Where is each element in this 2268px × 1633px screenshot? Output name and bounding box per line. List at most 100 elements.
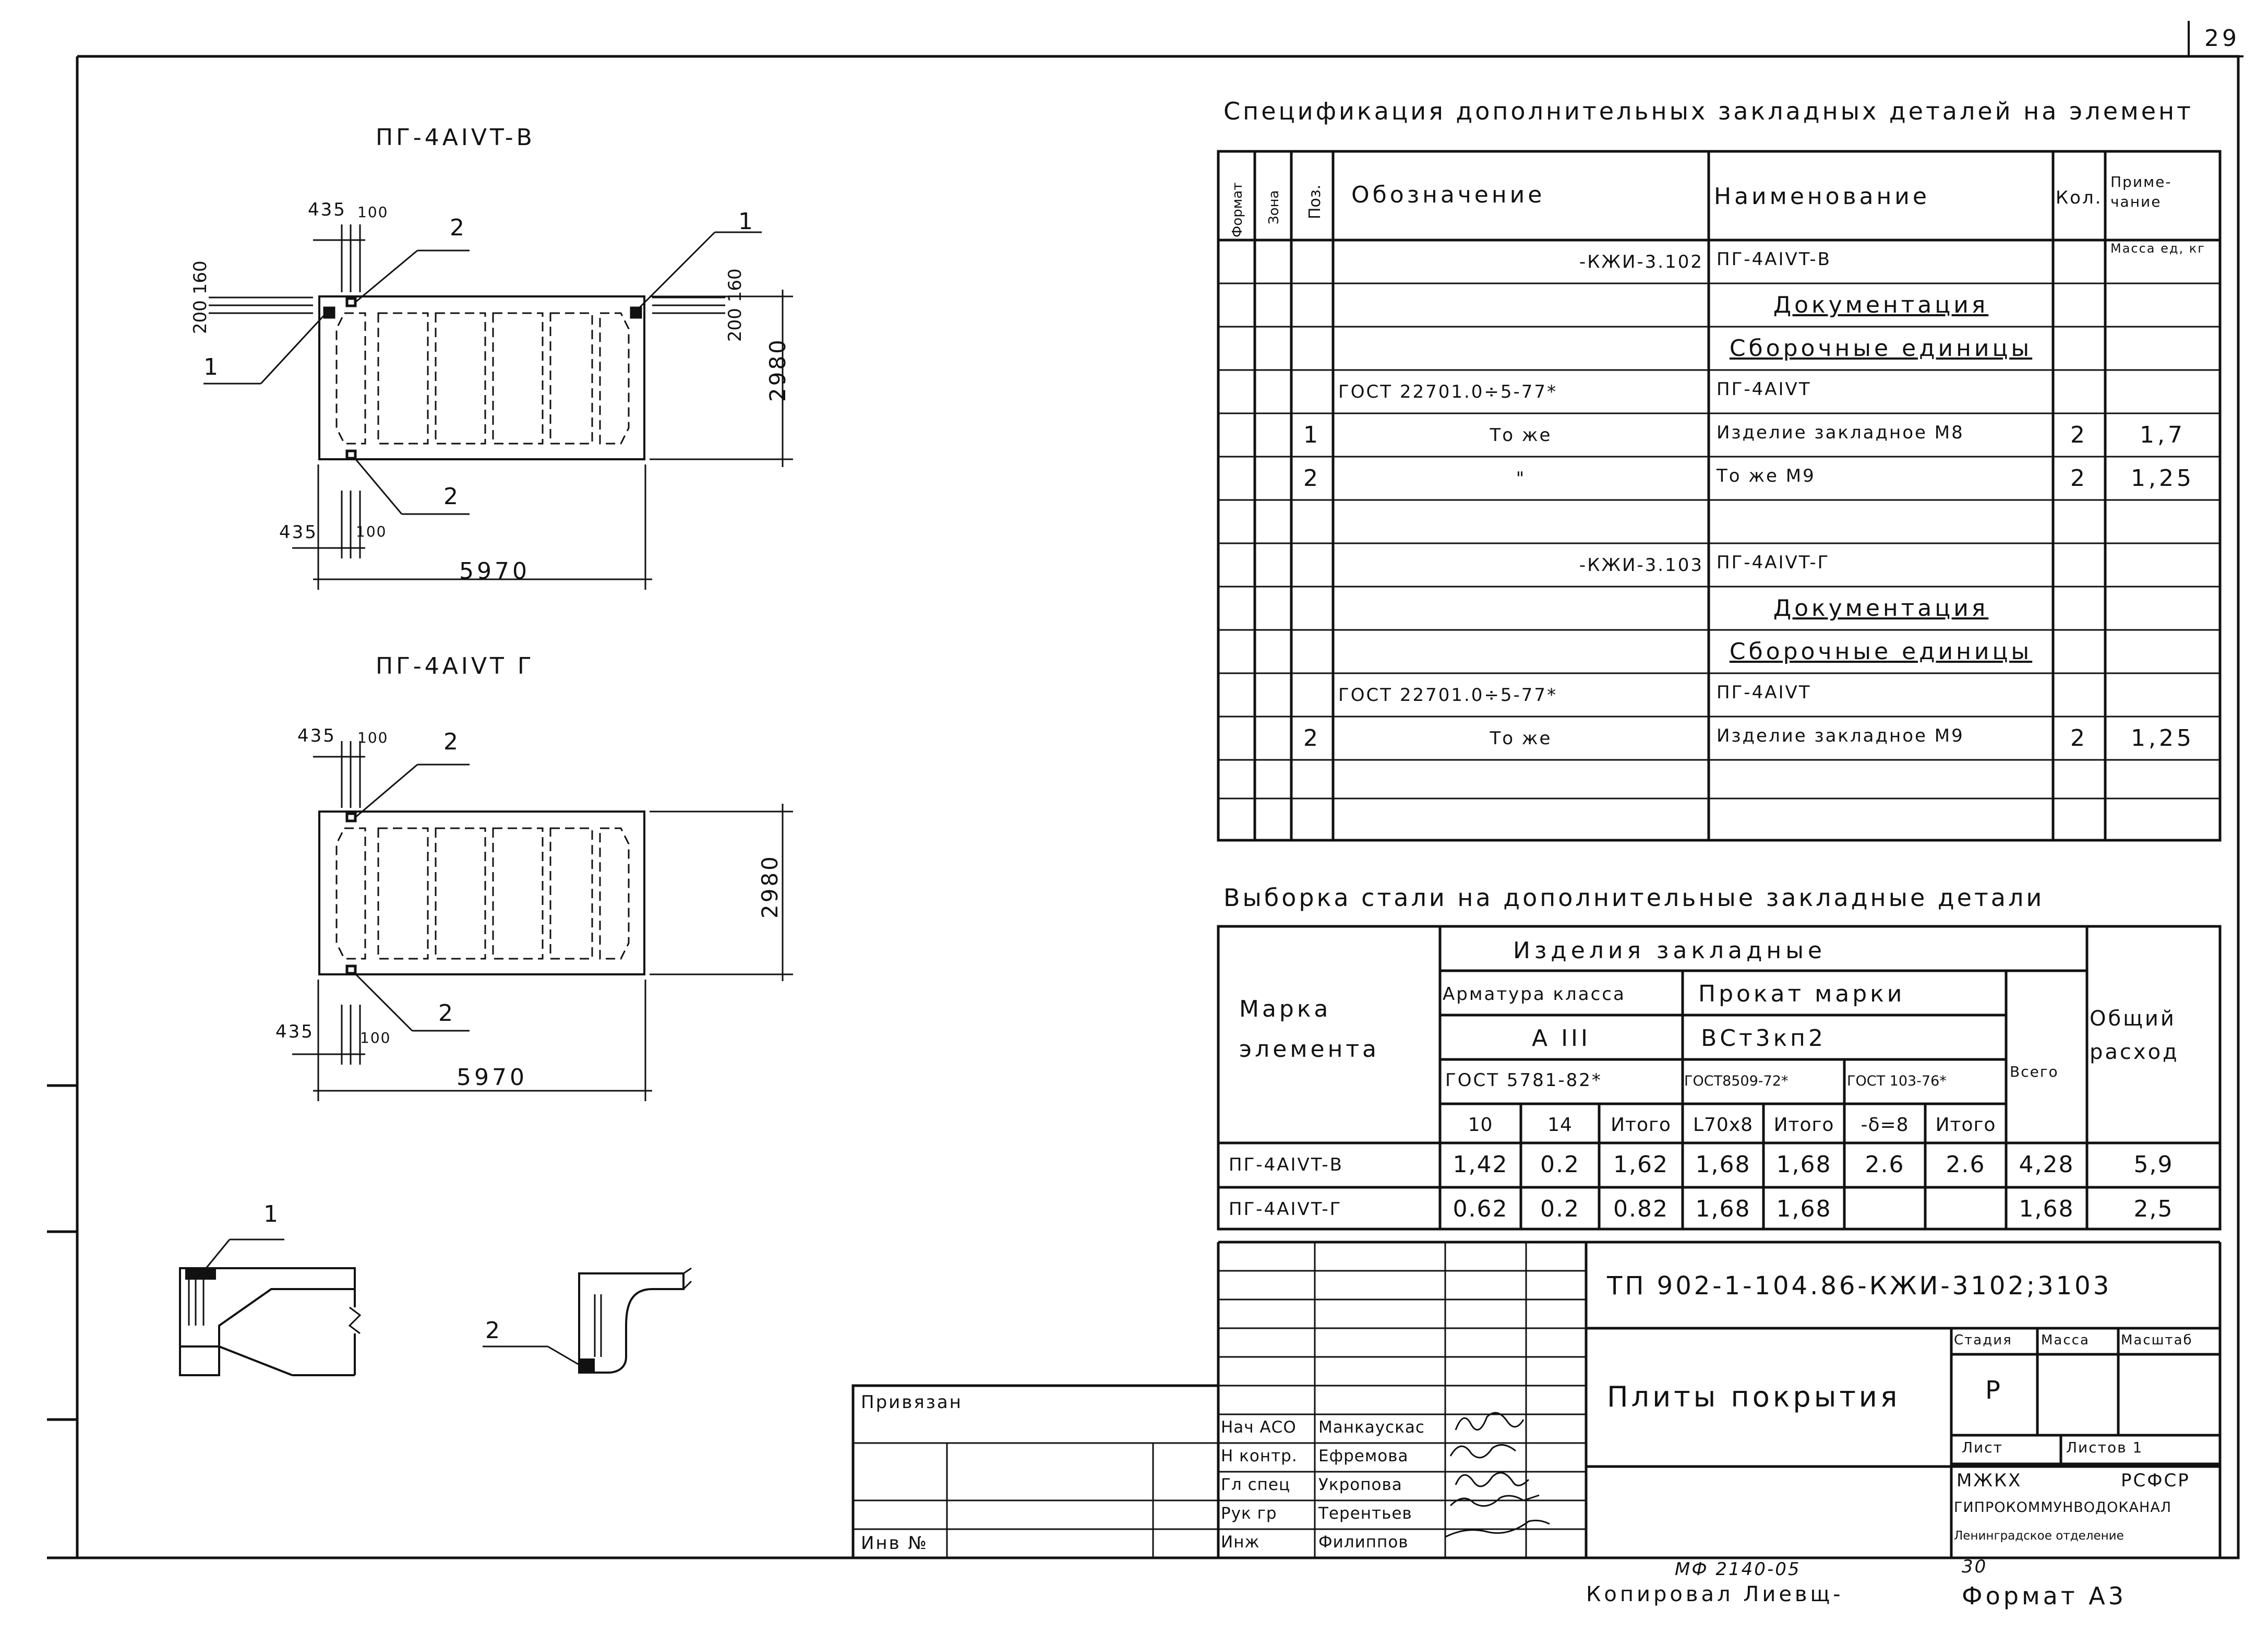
- dim-100: 100: [357, 204, 389, 221]
- steel-cell-value: 1,68: [1776, 1151, 1832, 1178]
- steel-cell-total: 4,28: [2019, 1151, 2074, 1178]
- stamp-inventory: Инв №: [861, 1533, 928, 1554]
- copied-by: Копировал Лиевщ-: [1586, 1582, 1844, 1606]
- spec-cell-pos: 2: [1303, 465, 1321, 492]
- dim-435: 435: [308, 199, 346, 220]
- spec-cell-designation: ": [1516, 468, 1526, 489]
- steel-header-rolled-grade: ВСт3кп2: [1701, 1025, 1826, 1052]
- slab-plan-g: [318, 810, 645, 975]
- steel-cell-mark: ПГ-4АIVT-Г: [1229, 1199, 1342, 1220]
- steel-cell-total: 1,68: [2019, 1196, 2074, 1222]
- dim-100: 100: [357, 729, 389, 746]
- spec-cell-pos: 2: [1303, 725, 1321, 752]
- spec-cell-designation: ГОСТ 22701.0÷5-77*: [1338, 685, 1558, 706]
- callout-2: 2: [443, 483, 461, 510]
- dim-435: 435: [297, 725, 336, 746]
- stamp-person: Филиппов: [1318, 1533, 1409, 1552]
- spec-cell-note: 1,25: [2131, 465, 2194, 492]
- steel-cell-mark: ПГ-4АIVT-В: [1229, 1154, 1343, 1175]
- dim-200-160-left: 200 160: [190, 260, 211, 334]
- spec-header-note: Приме-чание: [2110, 173, 2172, 210]
- steel-subheader: 14: [1547, 1114, 1573, 1136]
- stamp-org-branch: Ленинградское отделение: [1954, 1529, 2124, 1543]
- spec-cell-qty: 2: [2070, 725, 2088, 752]
- steel-cell-overall: 2,5: [2133, 1196, 2174, 1222]
- dim-435: 435: [279, 522, 318, 543]
- spec-cell-name: Сборочные единицы: [1729, 335, 2033, 362]
- steel-header-rolled: Прокат марки: [1698, 981, 1905, 1007]
- stamp-bound: Привязан: [861, 1392, 963, 1413]
- dim-5970: 5970: [457, 1064, 527, 1091]
- spec-cell-name: Документация: [1773, 595, 1989, 622]
- spec-header-format: Формат: [1230, 183, 1245, 238]
- steel-header-gost1: ГОСТ8509-72*: [1684, 1073, 1789, 1089]
- stamp-role: Нач АСО: [1221, 1418, 1297, 1437]
- callout-1: 1: [738, 208, 756, 235]
- frame-border: [47, 55, 2240, 1559]
- steel-header-gost2: ГОСТ 103-76*: [1847, 1073, 1947, 1089]
- steel-header-overall: Общий расход: [2090, 1007, 2179, 1064]
- spec-cell-name: Изделие закладное М9: [1717, 725, 1964, 746]
- steel-cell-value: 0.82: [1613, 1196, 1669, 1222]
- stamp-role: Н контр.: [1221, 1447, 1298, 1465]
- steel-subheader: L70x8: [1693, 1114, 1754, 1136]
- dim-200-160-right: 200 160: [725, 268, 746, 342]
- stamp-role: Рук гр: [1221, 1504, 1277, 1523]
- callout-1: 1: [263, 1201, 281, 1227]
- dim-2980-bottom: 2980: [757, 854, 783, 919]
- detail-section-2: [483, 1267, 692, 1374]
- spec-header-name: Наименование: [1714, 183, 1930, 210]
- steel-cell-value: 1,62: [1613, 1151, 1669, 1178]
- spec-header-pos: Поз.: [1306, 185, 1324, 219]
- steel-title: Выборка стали на дополнительные закладны…: [1223, 884, 2045, 912]
- steel-cell-value: 0.2: [1540, 1196, 1580, 1222]
- spec-cell-name: То же М9: [1717, 466, 1816, 486]
- spec-cell-name: Документация: [1773, 292, 1989, 318]
- spec-title: Спецификация дополнительных закладных де…: [1223, 97, 2193, 125]
- archive-number: 30: [1962, 1556, 1988, 1577]
- steel-subheader: -δ=8: [1861, 1114, 1909, 1136]
- callout-2: 2: [450, 214, 467, 241]
- drawing-name: Плиты покрытия: [1607, 1380, 1901, 1413]
- steel-subheader: Итого: [1773, 1114, 1834, 1136]
- spec-cell-designation: -КЖИ-3.103: [1579, 555, 1703, 576]
- spec-cell-designation: -КЖИ-3.102: [1579, 252, 1703, 272]
- spec-cell-name: ПГ-4АIVT-В: [1717, 249, 1831, 270]
- steel-cell-overall: 5,9: [2133, 1151, 2174, 1178]
- stamp-role: Инж: [1221, 1533, 1260, 1552]
- spec-header-zone: Зона: [1266, 190, 1282, 224]
- steel-cell-value: 1,68: [1695, 1196, 1751, 1222]
- paper-format: Формат А3: [1962, 1582, 2127, 1610]
- spec-cell-note: 1,7: [2140, 422, 2186, 448]
- steel-header-rebar-gost: ГОСТ 5781-82*: [1445, 1070, 1602, 1091]
- steel-header-items: Изделия закладные: [1513, 937, 1826, 964]
- stamp-sheets-label: Листов 1: [2066, 1439, 2143, 1456]
- steel-cell-value: 1,68: [1776, 1196, 1832, 1222]
- callout-2: 2: [443, 729, 461, 755]
- steel-cell-value: 2.6: [1946, 1151, 1986, 1178]
- steel-header-total: Всего: [2010, 1063, 2059, 1080]
- spec-header-qty: Кол.: [2056, 187, 2103, 208]
- spec-cell-designation: То же: [1490, 728, 1552, 749]
- spec-cell-pos: 1: [1303, 422, 1321, 448]
- dim-100: 100: [360, 1029, 391, 1046]
- detail-section-1: [179, 1238, 362, 1376]
- drawing-code: ТП 902-1-104.86-КЖИ-3102;3103: [1607, 1271, 2112, 1301]
- stamp-person: Укропова: [1318, 1475, 1402, 1494]
- spec-cell-qty: 2: [2070, 465, 2088, 492]
- callout-2: 2: [438, 1000, 456, 1027]
- stamp-stage: Р: [1985, 1376, 2003, 1405]
- drawing-title-bottom: ПГ-4АIVT Г: [376, 653, 535, 680]
- spec-cell-name: ПГ-4АIVT: [1717, 682, 1811, 703]
- page-number: 29: [2204, 25, 2240, 52]
- stamp-sheet-label: Лист: [1962, 1439, 2003, 1456]
- steel-cell-value: 2.6: [1865, 1151, 1905, 1178]
- steel-cell-value: 0.62: [1453, 1196, 1508, 1222]
- spec-cell-name: Сборочные единицы: [1729, 638, 2033, 665]
- steel-subheader: Итого: [1611, 1114, 1671, 1136]
- spec-cell-name: ПГ-4АIVT-Г: [1717, 552, 1830, 573]
- spec-cell-name: ПГ-4АIVT: [1717, 379, 1811, 400]
- spec-cell-designation: ГОСТ 22701.0÷5-77*: [1338, 382, 1558, 402]
- slab-plan-v: [318, 295, 645, 460]
